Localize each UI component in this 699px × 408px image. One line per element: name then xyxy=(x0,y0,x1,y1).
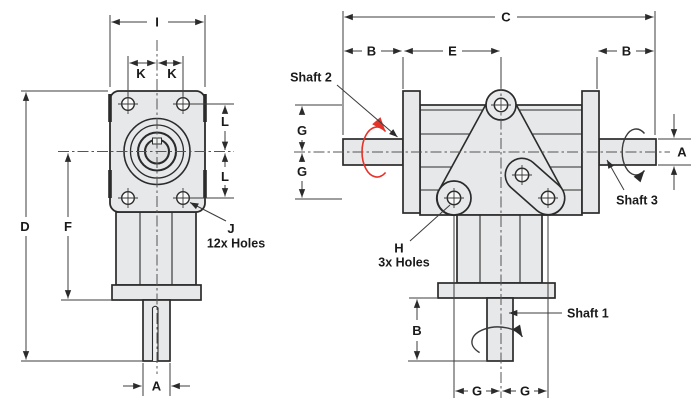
callout-j-note: 12x Holes xyxy=(207,237,265,251)
dim-label-l-top: L xyxy=(221,114,229,129)
dim-label-c: C xyxy=(501,10,511,25)
side-view-body xyxy=(342,89,657,362)
dim-label-k-left: K xyxy=(136,66,146,81)
shaft2-label: Shaft 2 xyxy=(290,71,332,85)
callout-j-leader xyxy=(189,202,227,222)
callout-h-note: 3x Holes xyxy=(378,256,429,270)
rotation-arrow-shaft3 xyxy=(621,128,646,183)
dim-label-k-right: K xyxy=(167,66,177,81)
bolt-hole-crosshairs xyxy=(118,94,193,208)
dim-label-e: E xyxy=(448,44,457,59)
callout-h-leader xyxy=(409,204,451,242)
dim-label-d: D xyxy=(20,219,29,234)
rotation-arrow-red-shaft2 xyxy=(361,117,387,178)
rotation-arrow-shaft1 xyxy=(471,324,523,354)
side-view-dimensions xyxy=(295,11,691,398)
shaft1-rect xyxy=(486,297,514,362)
shaft3-label: Shaft 3 xyxy=(616,194,658,208)
dim-label-b-bottom: B xyxy=(412,323,421,338)
flange-edge-tabs xyxy=(108,94,207,198)
front-view-labels: I K K L L D F A J 12x Holes xyxy=(20,15,265,394)
front-view-dimensions xyxy=(21,15,234,396)
dim-label-b-left: B xyxy=(367,44,376,59)
dim-label-g-bottom-right: G xyxy=(520,384,530,399)
front-view-centerlines xyxy=(58,40,234,374)
dim-label-i: I xyxy=(155,15,159,30)
dim-label-a-front: A xyxy=(152,379,162,394)
callout-j-label: J xyxy=(227,221,234,236)
dim-label-g-bottom-left: G xyxy=(472,384,482,399)
side-view-labels: C B E B A G G B G G Shaft 2 Shaft 3 Shaf… xyxy=(290,10,687,399)
lower-housing xyxy=(456,214,543,284)
shaft3-leader xyxy=(606,159,625,191)
shaft1-label: Shaft 1 xyxy=(567,307,609,321)
shaft2-leader xyxy=(336,84,398,138)
dim-label-g-upper: G xyxy=(297,123,307,138)
dim-label-g-lower: G xyxy=(297,164,307,179)
dim-label-f: F xyxy=(64,219,72,234)
dim-label-a-side: A xyxy=(677,145,687,160)
rotation-arrows xyxy=(361,117,646,354)
front-view: I K K L L D F A J 12x Holes xyxy=(20,15,265,396)
dim-label-l-bottom: L xyxy=(221,169,229,184)
side-view-centerlines xyxy=(294,60,670,398)
bottom-plate xyxy=(437,282,556,299)
front-housing-column xyxy=(115,211,197,286)
callout-h-label: H xyxy=(394,241,403,256)
side-view: C B E B A G G B G G Shaft 2 Shaft 3 Shaf… xyxy=(290,10,691,399)
dim-label-b-right: B xyxy=(622,44,631,59)
